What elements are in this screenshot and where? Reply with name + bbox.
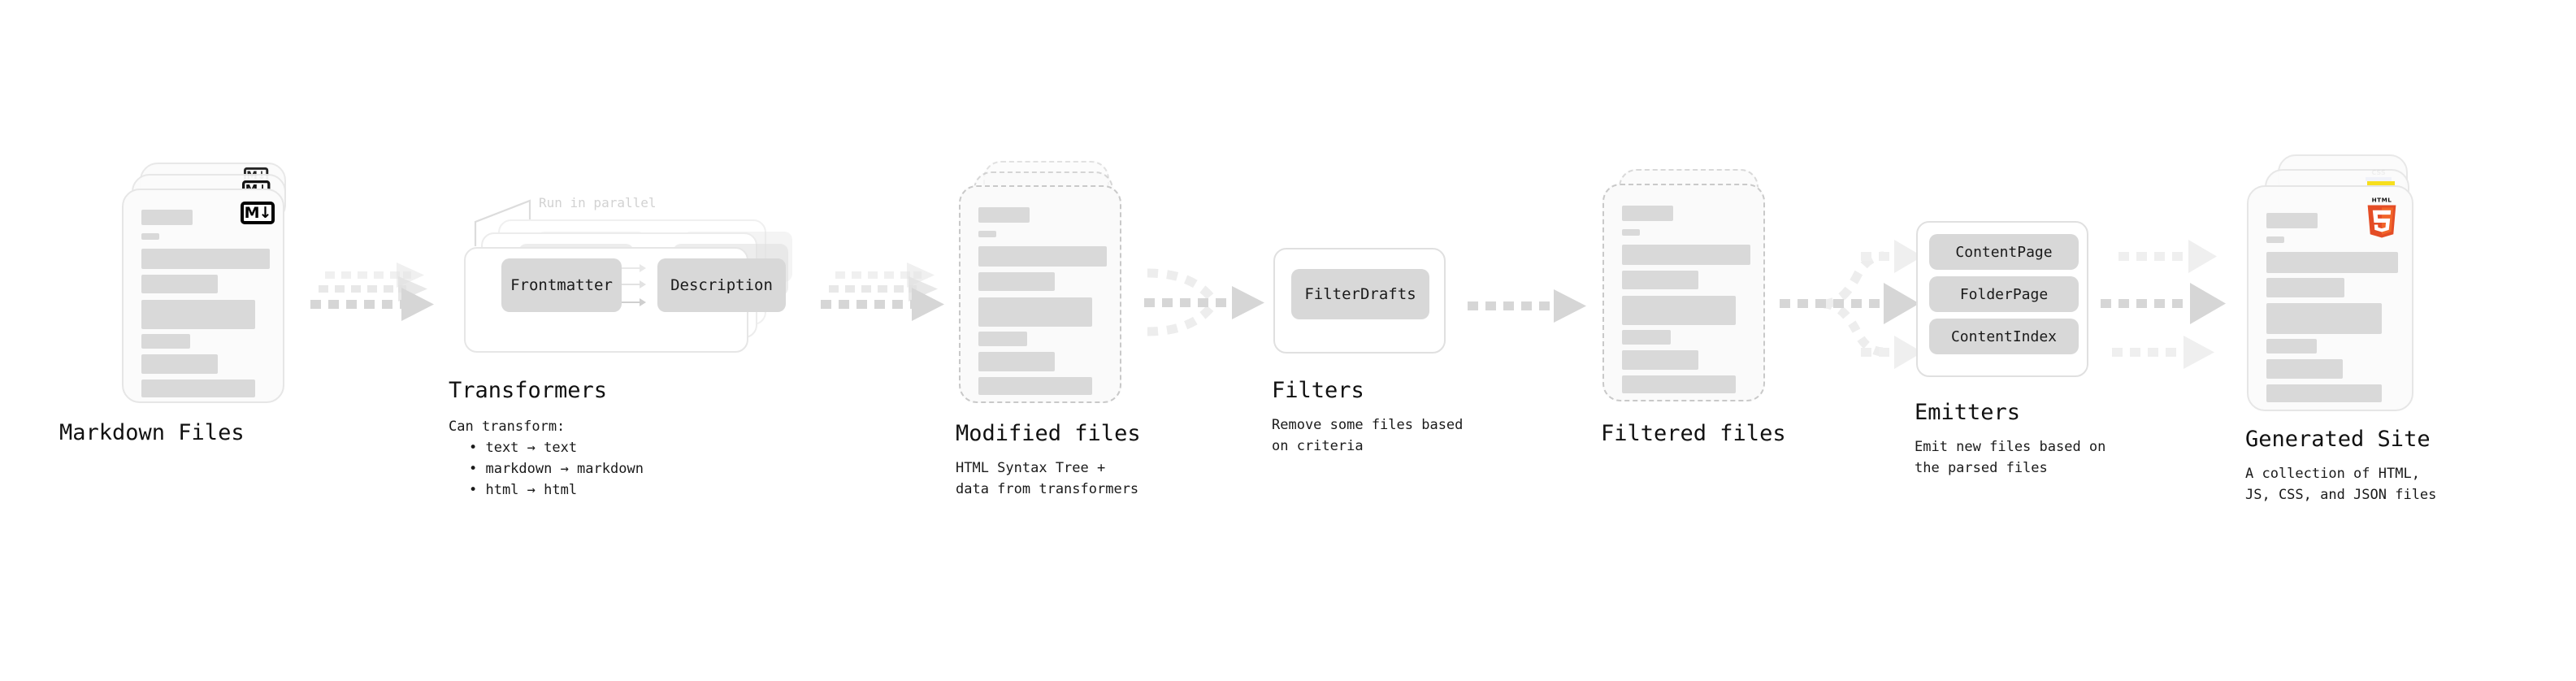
stage-subtitle-modified-files: HTML Syntax Tree + data from transformer… <box>956 460 1139 498</box>
modified-card-front <box>959 185 1121 403</box>
html5-icon: HTML <box>2367 197 2396 238</box>
emitter-chip-contentpage[interactable]: ContentPage <box>1929 234 2079 270</box>
stage-markdown-files: M↓ M↓ M↓ Markdown Files <box>59 163 301 445</box>
emitter-chip-contentindex-label: ContentIndex <box>1950 327 2058 345</box>
stage-title-generated-site: Generated Site <box>2245 427 2431 452</box>
stage-title-filters: Filters <box>1272 378 1364 403</box>
emitter-chip-contentpage-label: ContentPage <box>1955 243 2053 261</box>
arrow-filters-to-filtered <box>1468 289 1598 332</box>
filtered-card-front <box>1602 184 1765 401</box>
stage-title-transformers: Transformers <box>449 378 608 403</box>
transformers-bullet-0: • text → text <box>469 440 578 456</box>
stage-subtitle-emitters: Emit new files based on the parsed files <box>1915 439 2106 477</box>
arrow-filtered-to-emitters <box>1780 229 1923 375</box>
filter-chip-filterdrafts-label: FilterDrafts <box>1304 285 1416 303</box>
emitter-chip-folderpage[interactable]: FolderPage <box>1929 276 2079 312</box>
transformer-chip-description-label: Description <box>670 276 773 294</box>
arrow-md-to-transformers <box>310 262 457 327</box>
emitter-chip-folderpage-label: FolderPage <box>1959 285 2049 303</box>
markdown-card-front: M↓ <box>122 189 284 403</box>
arrow-emitters-to-site <box>2101 229 2247 375</box>
markdown-file-stack: M↓ M↓ M↓ <box>122 163 301 423</box>
filter-chip-filterdrafts[interactable]: FilterDrafts <box>1291 269 1429 319</box>
arrow-transformers-to-modified <box>821 262 967 327</box>
run-in-parallel-bracket <box>474 199 531 246</box>
transformers-bullet-2: • html → html <box>469 482 578 498</box>
emitters-box: ContentPage FolderPage ContentIndex <box>1916 221 2088 377</box>
stage-modified-files: Modified files HTML Syntax Tree + data f… <box>956 161 1141 497</box>
filtered-card-content <box>1604 185 1763 400</box>
svg-text:HTML: HTML <box>2372 197 2392 204</box>
stage-title-filtered-files: Filtered files <box>1601 421 1786 446</box>
markdown-card-content <box>124 190 283 401</box>
transformer-chip-frontmatter-label: Frontmatter <box>510 276 613 294</box>
generated-file-stack: CSS HTML <box>2247 154 2434 423</box>
modified-card-content <box>961 187 1120 401</box>
transformer-chip-frontmatter[interactable]: Frontmatter <box>501 258 622 312</box>
stage-subtitle-filters: Remove some files based on criteria <box>1272 417 1464 455</box>
stage-generated-site: CSS HTML <box>2245 154 2436 503</box>
generated-card-content <box>2249 187 2412 410</box>
arrow-modified-to-filters <box>1136 258 1274 348</box>
filters-box: FilterDrafts <box>1273 248 1446 354</box>
modified-file-stack <box>959 161 1138 421</box>
transformer-chip-description[interactable]: Description <box>657 258 786 312</box>
emitter-chip-contentindex[interactable]: ContentIndex <box>1929 319 2079 354</box>
stage-subtitle-generated-site: A collection of HTML, JS, CSS, and JSON … <box>2245 466 2437 504</box>
run-in-parallel-label: Run in parallel <box>539 195 657 210</box>
stage-title-modified-files: Modified files <box>956 421 1141 446</box>
filtered-file-stack <box>1602 169 1781 429</box>
stage-filtered-files: Filtered files <box>1601 169 1786 446</box>
transformers-bullet-1: • markdown → markdown <box>469 461 644 477</box>
stage-title-markdown-files: Markdown Files <box>59 420 245 445</box>
markdown-icon: M↓ <box>241 202 275 224</box>
generated-card-front: HTML <box>2247 185 2413 411</box>
stage-subtitle-transformers: Can transform: <box>449 419 566 435</box>
stage-title-emitters: Emitters <box>1915 400 2021 425</box>
